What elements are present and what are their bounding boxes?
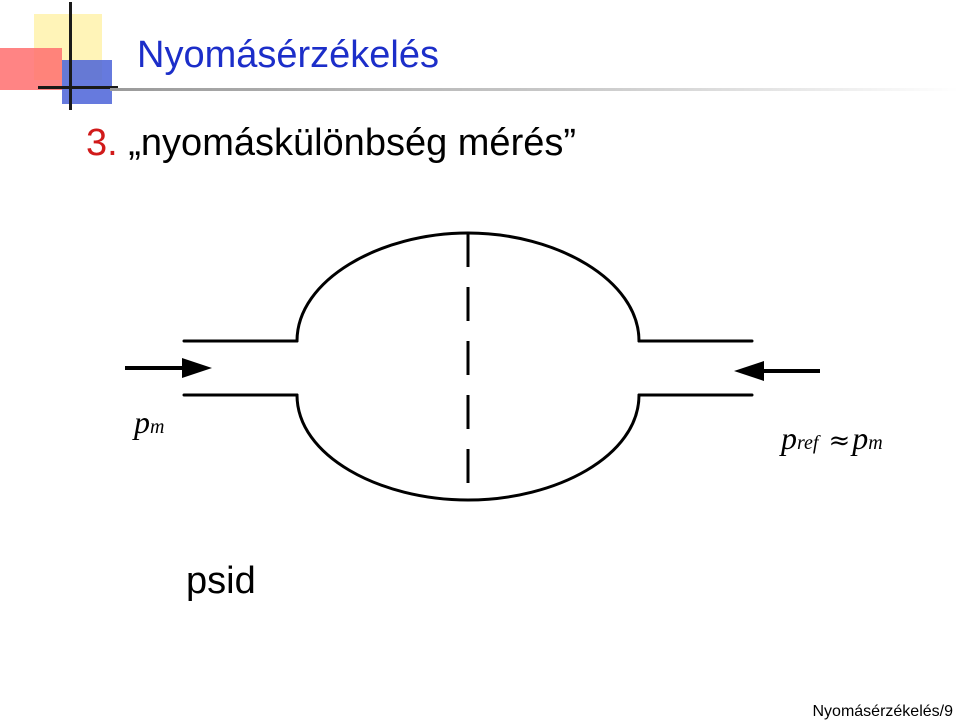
approx-symbol: ≈ <box>828 426 851 456</box>
subtitle-text: „nyomáskülönbség mérés” <box>128 122 577 164</box>
pref-symbol: p <box>781 420 797 456</box>
psid-caption: psid <box>186 560 256 602</box>
pref-subscript: ref <box>797 432 819 454</box>
decor-vertical-line <box>69 2 72 110</box>
slide-subtitle: 3. „nyomáskülönbség mérés” <box>86 122 576 165</box>
pm-symbol: p <box>134 404 150 440</box>
subtitle-number: 3. <box>86 122 118 164</box>
decor-red-square <box>0 48 62 90</box>
chamber-lower-wall <box>295 393 641 502</box>
pressure-reference-label: pref ≈pm <box>781 420 883 457</box>
pm-symbol-2: p <box>852 420 869 456</box>
pm-subscript: m <box>150 416 165 438</box>
decor-horizontal-line <box>38 86 118 89</box>
slide-title: Nyomásérzékelés <box>137 34 439 76</box>
right-arrow-icon <box>734 361 820 381</box>
pm-subscript-2: m <box>868 432 883 454</box>
title-divider <box>110 88 959 91</box>
left-arrow-icon <box>125 358 212 378</box>
pressure-measured-label: pm <box>134 404 164 441</box>
slide-footer: Nyomásérzékelés/9 <box>812 703 954 720</box>
